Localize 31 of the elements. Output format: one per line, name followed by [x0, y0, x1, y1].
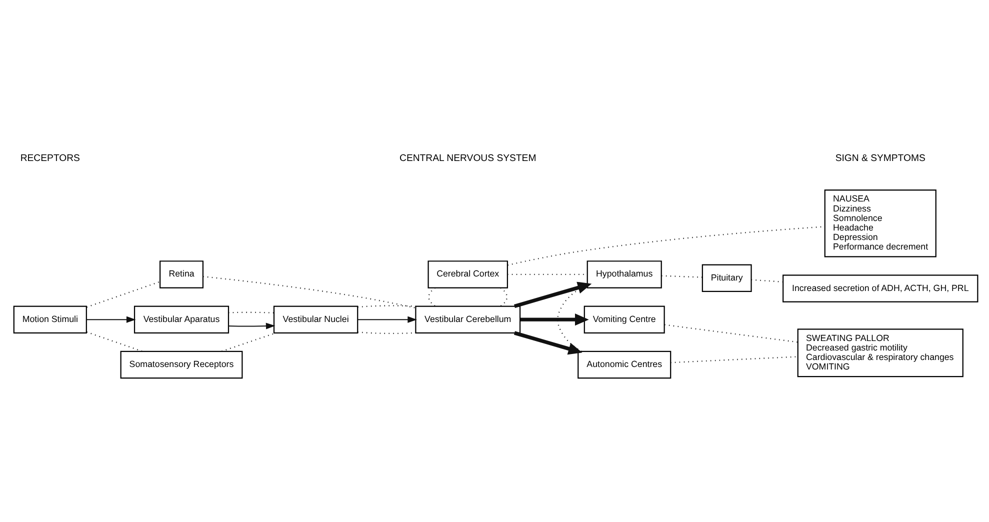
connector [203, 275, 416, 308]
node-box: Hypothalamus [586, 260, 662, 288]
connector [664, 324, 798, 342]
node-box: Vestibular Aparatus [134, 305, 230, 333]
arrow [520, 313, 589, 326]
node-box: Somatosensory Receptors [120, 350, 243, 378]
connector [86, 330, 143, 352]
node-box: Motion Stimuli [13, 305, 87, 333]
node-box: NAUSEA Dizziness Somnolence Headache Depression Performance decrement [824, 189, 936, 257]
node-box: Vestibular Nuclei [273, 305, 358, 333]
arrow [228, 322, 276, 329]
arrow [514, 281, 592, 308]
node-box: Autonomic Centres [578, 350, 672, 378]
label: CENTRAL NERVOUS SYSTEM [400, 152, 536, 164]
label: RECEPTORS [20, 152, 80, 164]
arrow [514, 330, 582, 354]
arrow [357, 316, 417, 322]
connector [222, 332, 276, 352]
connector [670, 356, 798, 363]
arrow [86, 316, 136, 322]
node-box: SWEATING PALLOR Decreased gastric motility Cardiovascular & respiratory changes VOMITING [797, 328, 964, 377]
connector [86, 280, 160, 308]
node-box: Pituitary [702, 264, 752, 292]
connector [428, 286, 436, 306]
node-box: Vestibular Cerebellum [415, 305, 521, 333]
node-box: Increased secretion of ADH, ACTH, GH, PRL [782, 274, 978, 302]
node-box: Retina [160, 260, 204, 288]
node-box: Vomiting Centre [584, 305, 665, 333]
node-box: Cerebral Cortex [428, 260, 508, 288]
label: SIGN & SYMPTOMS [835, 152, 926, 164]
connector [500, 286, 508, 306]
